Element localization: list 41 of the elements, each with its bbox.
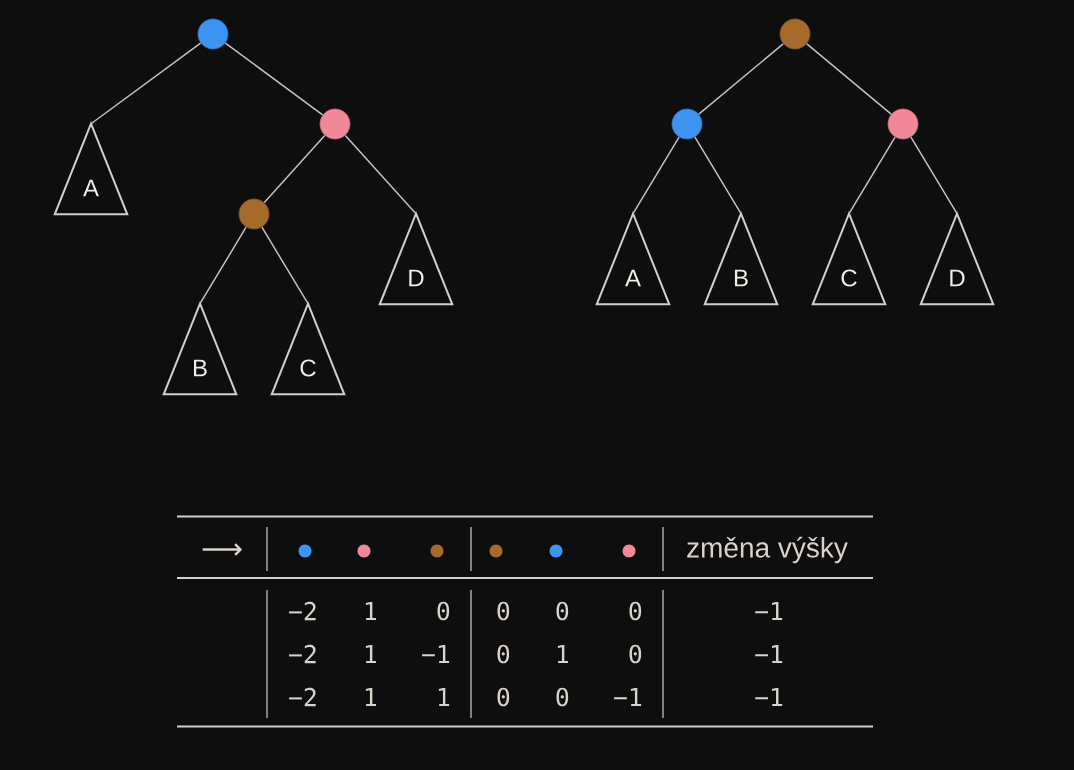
table-cell: 0 (556, 601, 569, 621)
tree-node-circle (779, 18, 811, 50)
table-cell: 0 (629, 601, 642, 621)
table-cell: 1 (365, 688, 377, 706)
tree-edge (90, 42, 202, 125)
tree-edge (224, 42, 324, 116)
table-cell: −2 (289, 687, 316, 707)
table-cell: −1 (755, 688, 783, 706)
table-cell: 0 (497, 687, 510, 707)
table-cell: 1 (365, 602, 377, 620)
table-cell: −1 (422, 645, 450, 663)
table-cell: −1 (614, 688, 642, 706)
tree-edge (199, 226, 247, 305)
column-header: změna výšky (687, 536, 848, 564)
tree-edge (261, 226, 309, 305)
table-cell: −1 (755, 645, 783, 663)
tree-node-circle (197, 18, 229, 50)
tree-edge (848, 136, 896, 215)
table-cell: 1 (557, 645, 569, 663)
table-cell: 0 (556, 687, 569, 707)
table-cell: 0 (437, 601, 450, 621)
tree-node-circle (671, 108, 703, 140)
table-cell: −1 (755, 602, 783, 620)
tree-edge (344, 134, 417, 215)
tree-edge (910, 136, 958, 215)
table-cell: 1 (438, 688, 450, 706)
table-cell: −2 (289, 644, 316, 664)
tree-edge (806, 43, 892, 115)
table-cell: 0 (497, 601, 510, 621)
header-arrow: ⟶ (202, 543, 242, 556)
table-cell: 0 (497, 644, 510, 664)
tree-edge (632, 136, 680, 215)
tree-edge (263, 134, 326, 204)
table-cell: 1 (365, 645, 377, 663)
tree-node-circle (238, 198, 270, 230)
tree-edge (694, 136, 742, 215)
table-cell: 0 (629, 644, 642, 664)
tree-node-circle (887, 108, 919, 140)
tree-node-circle (319, 108, 351, 140)
table-cell: −2 (289, 601, 316, 621)
tree-edge (698, 43, 784, 115)
